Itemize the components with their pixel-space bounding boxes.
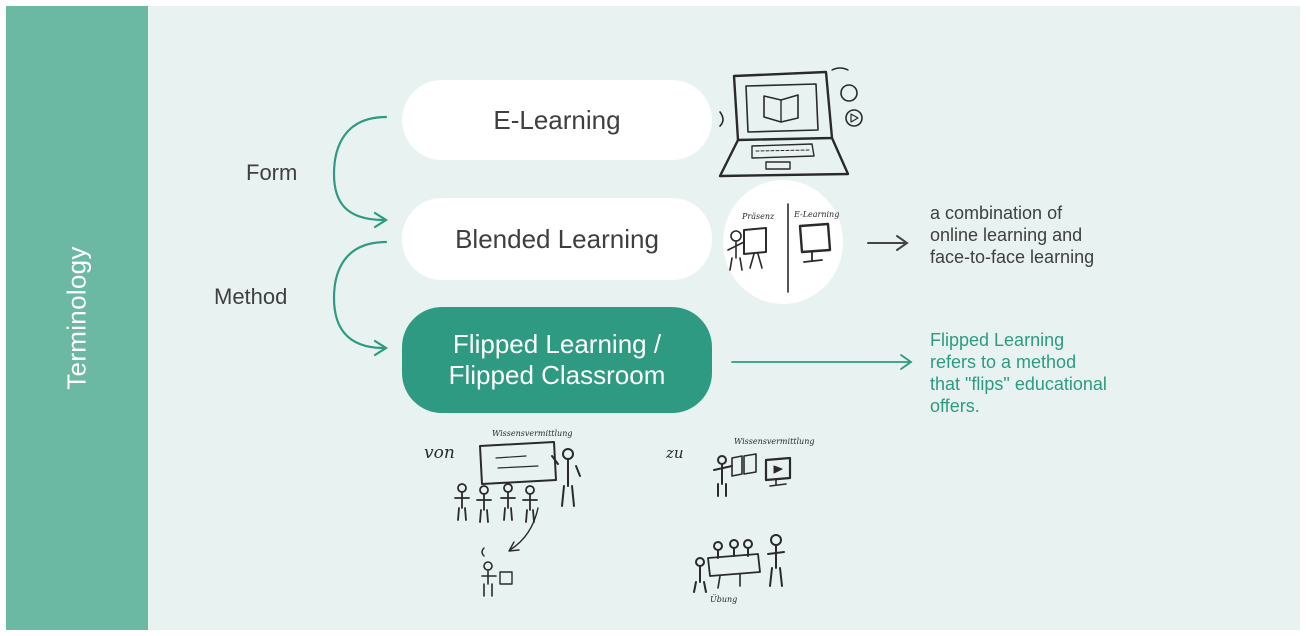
term-blended-label: Blended Learning — [455, 223, 659, 254]
flipped-description-title: Flipped Learning — [930, 330, 1065, 350]
flipped-description-line3: offers. — [930, 396, 980, 416]
sketch-label-elearning: E-Learning — [793, 210, 839, 219]
sketch-label-to: zu — [665, 444, 684, 462]
connector-method-arrow — [332, 240, 389, 357]
sketch-label-knowledge-right: Wissensvermittlung — [734, 437, 814, 446]
term-flipped-label-line1: Flipped Learning / — [452, 329, 662, 359]
blended-learning-description: a combination of online learning and fac… — [930, 202, 1130, 268]
connector-label-method: Method — [214, 284, 288, 309]
term-blended-learning: Blended Learning — [402, 198, 712, 280]
sketch-label-presence: Präsenz — [741, 212, 775, 221]
laptop-sketch-icon — [718, 67, 863, 178]
sketch-label-from: von — [424, 443, 455, 463]
blended-learning-sketch-icon: Präsenz E-Learning — [723, 180, 843, 304]
connector-form-arrow — [332, 115, 389, 229]
blended-description-line3: face-to-face learning — [930, 247, 1095, 267]
arrow-right-long-icon — [731, 354, 913, 370]
flipped-description-line1: refers to a method — [930, 352, 1077, 372]
slide: Terminology — [6, 6, 1300, 630]
connector-label-form: Form — [246, 160, 298, 185]
sketch-label-practice: Übung — [710, 595, 737, 604]
flipped-learning-description: Flipped Learning refers to a method that… — [930, 329, 1160, 417]
sidebar: Terminology — [6, 6, 148, 630]
lecture-sketch-icon: von Wissensvermittlung — [424, 429, 581, 597]
blended-description-line2: online learning and — [930, 225, 1083, 245]
diagram-drawing: Präsenz E-Learning von Wissensvermittlun… — [332, 67, 913, 604]
sketch-label-knowledge-left: Wissensvermittlung — [492, 429, 572, 438]
term-flipped-label-line2: Flipped Classroom — [448, 360, 666, 390]
flipped-description-line2: that "flips" educational — [930, 374, 1107, 394]
term-elearning: E-Learning — [402, 80, 712, 160]
flipped-sketch-icon: zu Wissensvermittlung Übung — [665, 437, 814, 604]
term-elearning-label: E-Learning — [493, 104, 621, 135]
blended-description-line1: a combination of — [930, 203, 1063, 223]
arrow-right-icon — [867, 235, 909, 251]
term-flipped-learning: Flipped Learning / Flipped Classroom — [402, 307, 712, 413]
